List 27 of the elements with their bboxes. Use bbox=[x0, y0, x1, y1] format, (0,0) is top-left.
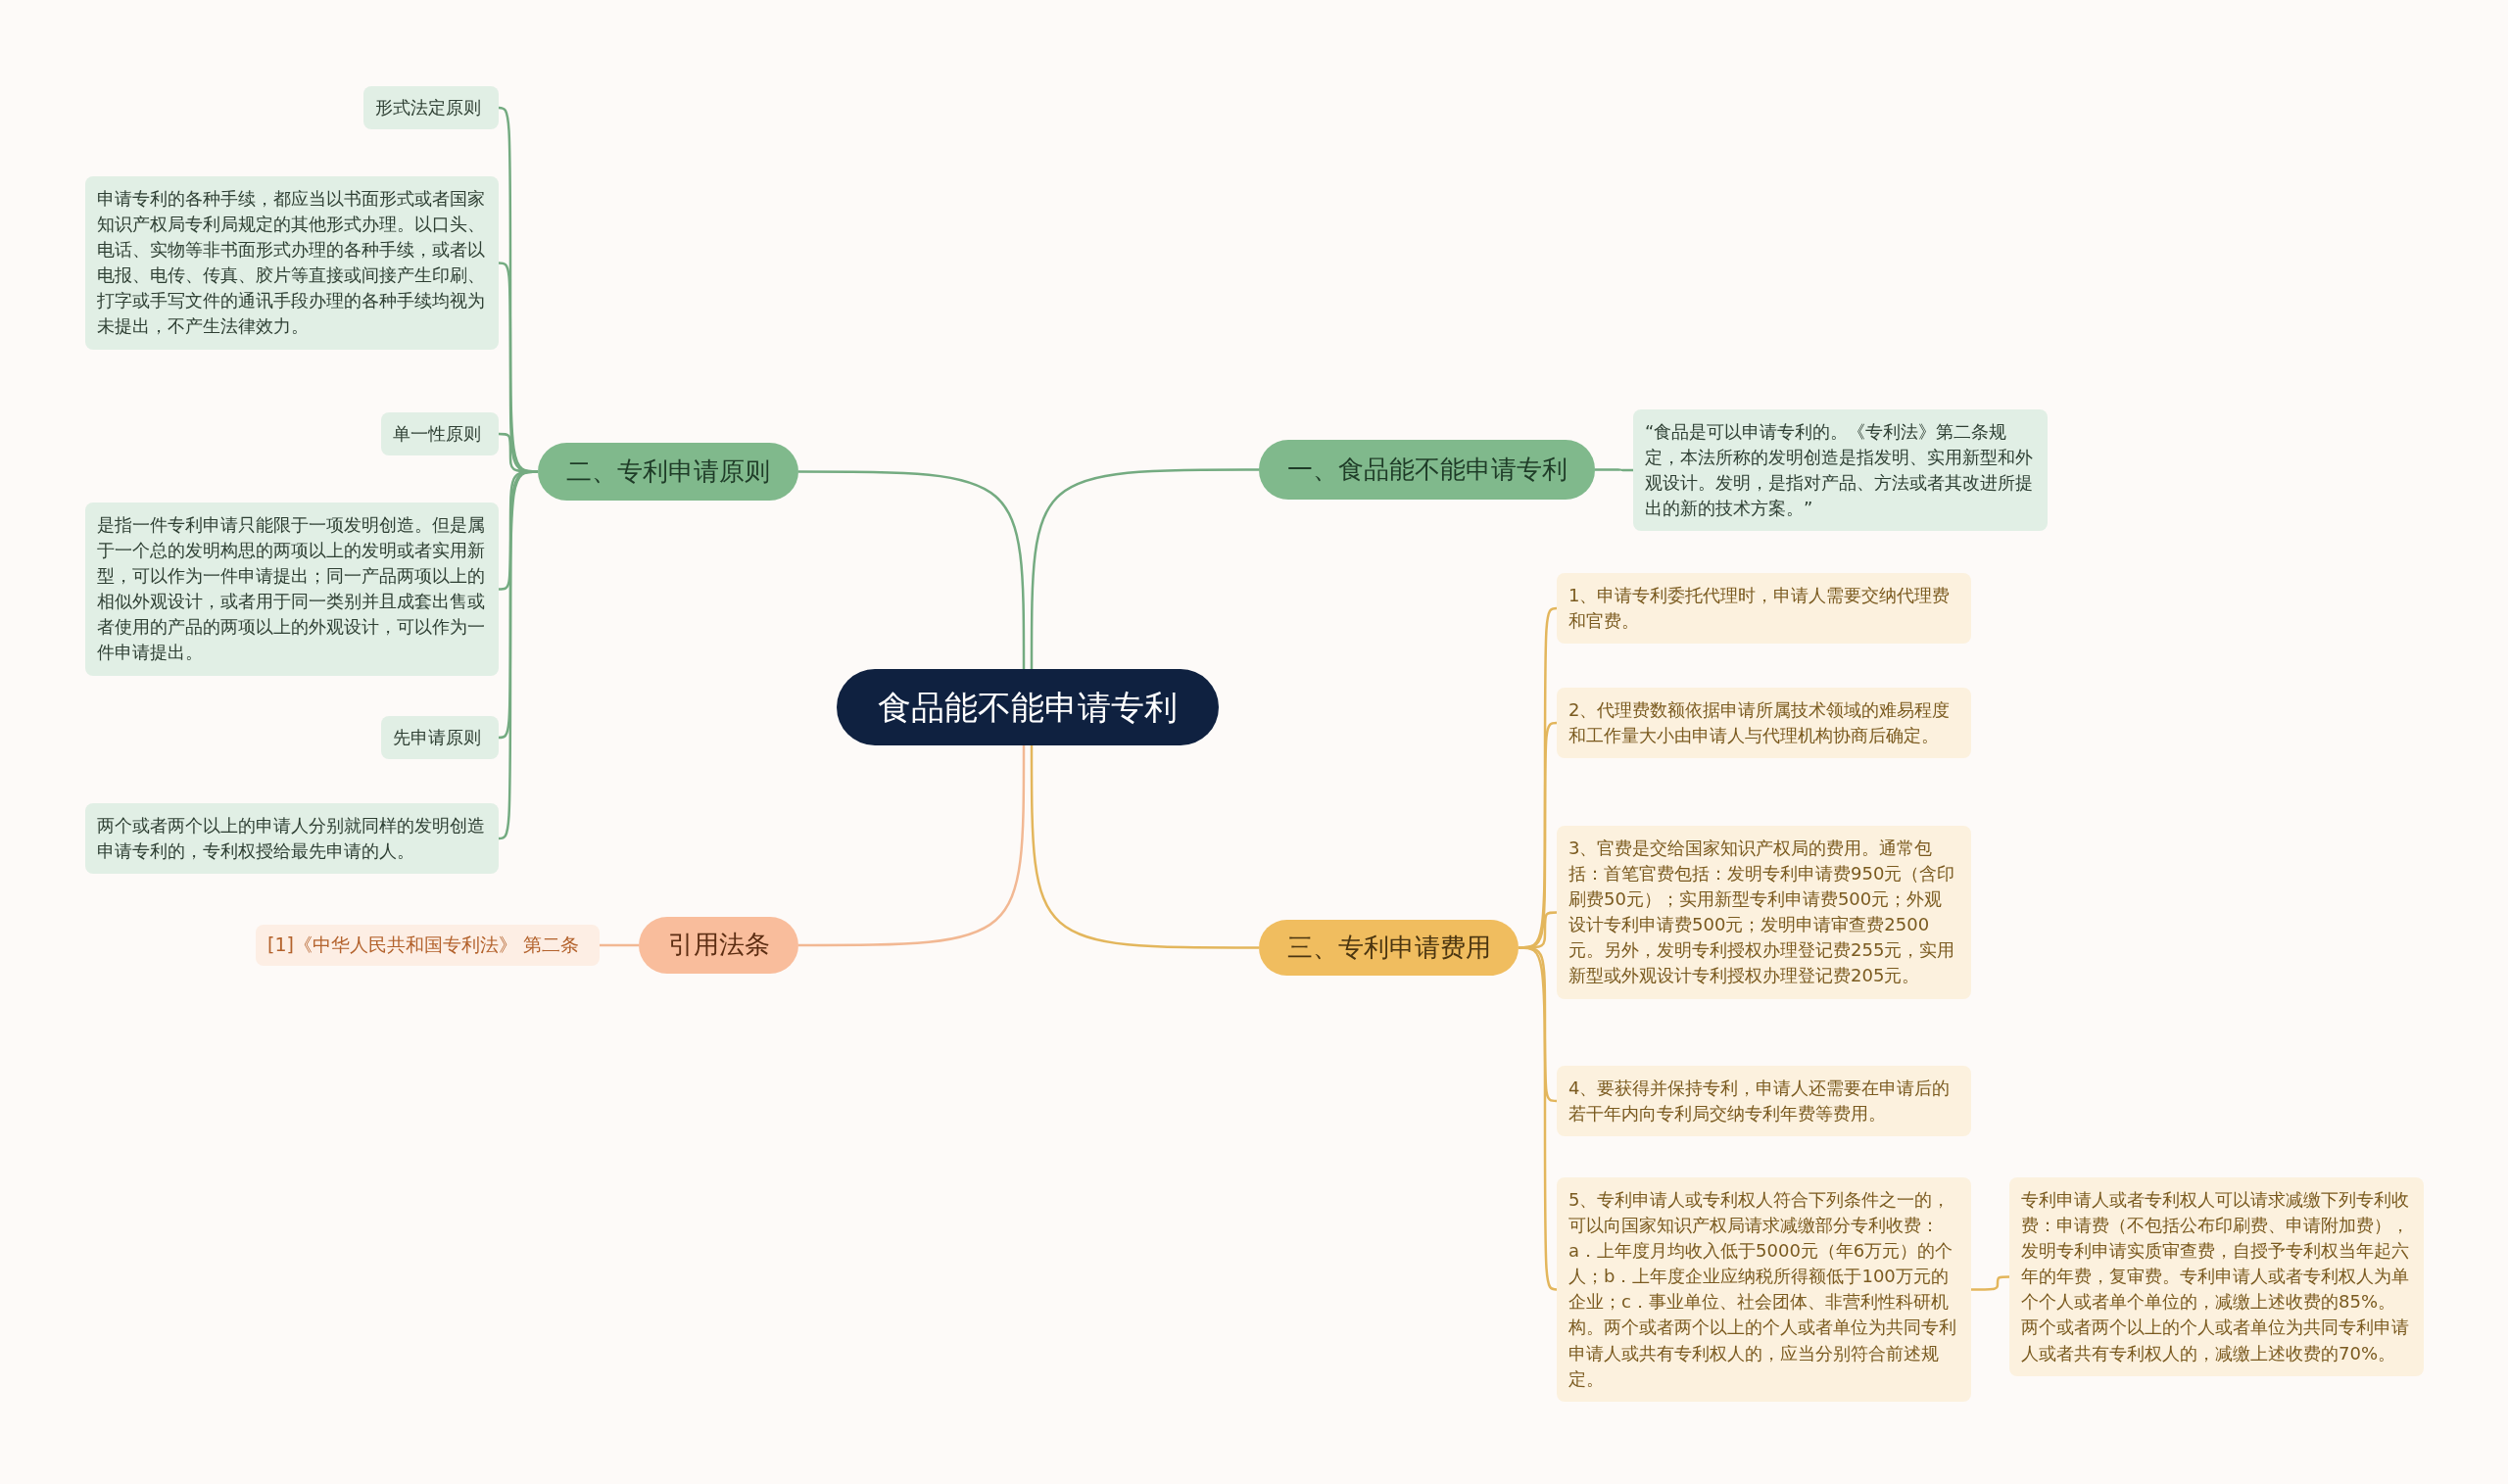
branch-line bbox=[1030, 468, 1259, 669]
branch-line bbox=[1595, 468, 1633, 472]
branch-topic: 三、专利申请费用 bbox=[1259, 920, 1519, 976]
subtopic-card: 先申请原则 bbox=[381, 716, 499, 759]
branch-topic: 一、食品能不能申请专利 bbox=[1259, 440, 1595, 500]
note-card: 专利申请人或者专利权人可以请求减缴下列专利收费：申请费（不包括公布印刷费、申请附加费），发明专利申请实质审查费，自授予专利权当年起六年的年费，复审费。专利申请人或者专利权人为单个个人或者单个单位的，减缴上述收费的85%。两个或者两个以上的个人或者单位为共同专利申请人或者共有专利权人的，减缴上述收费的70%。 bbox=[2009, 1177, 2424, 1376]
branch-line bbox=[600, 943, 639, 947]
branch-line bbox=[1971, 1275, 2009, 1291]
branch-topic: 引用法条 bbox=[639, 917, 798, 974]
reference-card: [1]《中华人民共和国专利法》 第二条 bbox=[256, 925, 600, 966]
branch-line bbox=[1519, 946, 1558, 1291]
subtopic-card: 形式法定原则 bbox=[363, 86, 499, 129]
note-card: “食品是可以申请专利的。《专利法》第二条规定，本法所称的发明创造是指发明、实用新型和外观设计。发明，是指对产品、方法或者其改进所提出的新的技术方案。” bbox=[1633, 409, 2048, 532]
branch-line bbox=[1030, 745, 1259, 949]
root-topic: 食品能不能申请专利 bbox=[837, 669, 1219, 745]
note-card: 5、专利申请人或专利权人符合下列条件之一的，可以向国家知识产权局请求减缴部分专利收费：a．上年度月均收入低于5000元（年6万元）的个人；b．上年度企业应纳税所得额低于100万元的企业；c．事业单位、社会团体、非营利性科研机构。两个或者两个以上的个人或者单位为共同专利申请人或共有专利权人的，应当分别符合前述规定。 bbox=[1557, 1177, 1971, 1402]
note-card: 1、申请专利委托代理时，申请人需要交纳代理费和官费。 bbox=[1557, 573, 1971, 645]
note-card: 2、代理费数额依据申请所属技术领域的难易程度和工作量大小由申请人与代理机构协商后确定。 bbox=[1557, 688, 1971, 759]
branch-line bbox=[798, 470, 1026, 669]
subtopic-card: 单一性原则 bbox=[381, 412, 499, 455]
branch-topic: 二、专利申请原则 bbox=[538, 443, 798, 501]
branch-line bbox=[798, 745, 1026, 947]
note-card: 申请专利的各种手续，都应当以书面形式或者国家知识产权局专利局规定的其他形式办理。以口头、电话、实物等非书面形式办理的各种手续，或者以电报、电传、传真、胶片等直接或间接产生印刷、打字或手写文件的通讯手段办理的各种手续均视为未提出，不产生法律效力。 bbox=[85, 176, 499, 350]
note-card: 两个或者两个以上的申请人分别就同样的发明创造申请专利的，专利权授给最先申请的人。 bbox=[85, 803, 499, 875]
note-card: 是指一件专利申请只能限于一项发明创造。但是属于一个总的发明构思的两项以上的发明或者实用新型，可以作为一件申请提出；同一产品两项以上的相似外观设计，或者用于同一类别并且成套出售或者使用的产品的两项以上的外观设计，可以作为一件申请提出。 bbox=[85, 503, 499, 676]
note-card: 4、要获得并保持专利，申请人还需要在申请后的若干年内向专利局交纳专利年费等费用。 bbox=[1557, 1066, 1971, 1137]
note-card: 3、官费是交给国家知识产权局的费用。通常包括：首笔官费包括：发明专利申请费950元（含印刷费50元）；实用新型专利申请费500元；外观设计专利申请费500元；发明申请审查费2500元。另外，发明专利授权办理登记费255元，实用新型或外观设计专利授权办理登记费205元。 bbox=[1557, 826, 1971, 999]
